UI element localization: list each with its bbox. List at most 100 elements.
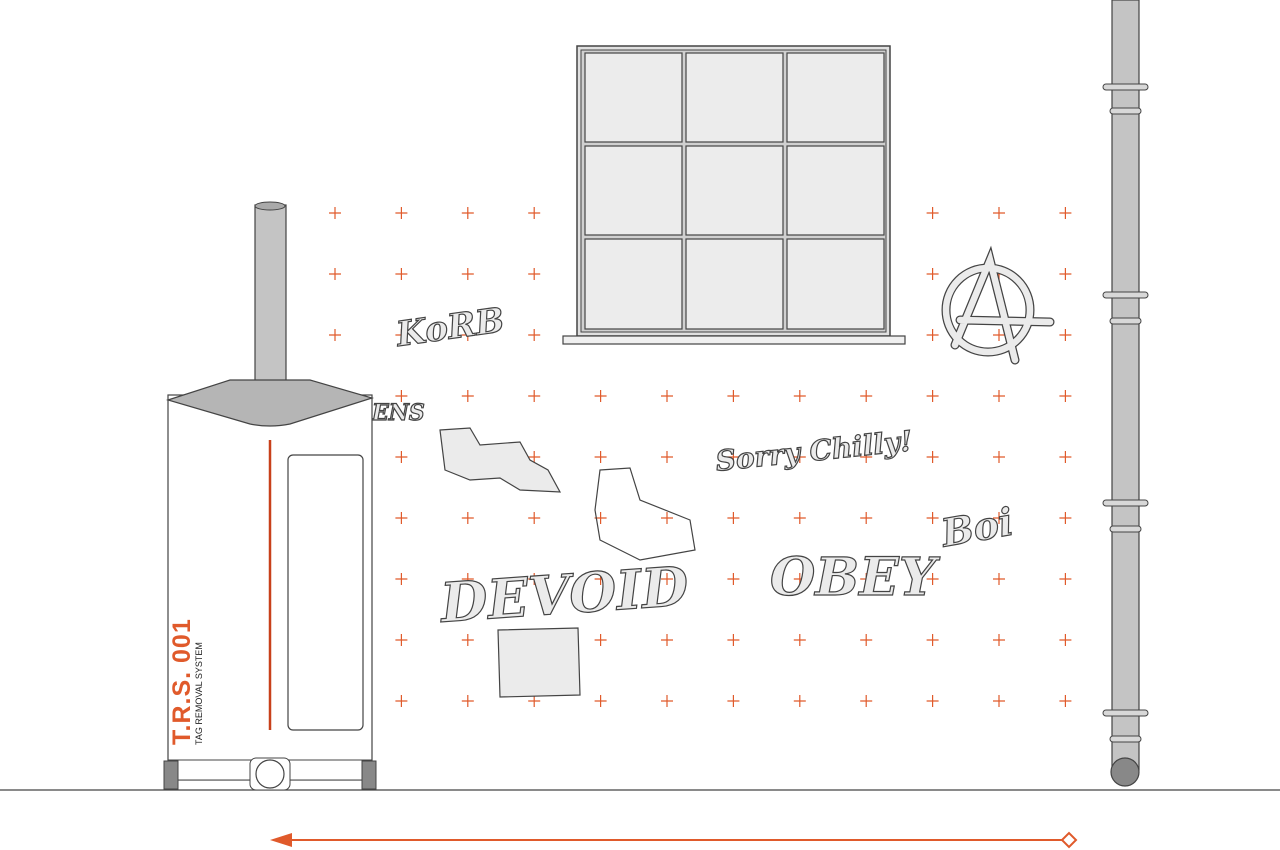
pipe-bracket [1102, 499, 1149, 507]
plus-icon [993, 451, 1005, 463]
plus-icon [395, 634, 408, 646]
plus-icon [993, 207, 1005, 219]
plus-icon [329, 329, 341, 341]
plus-icon [528, 512, 541, 524]
plus-icon [461, 329, 474, 341]
plus-icon [993, 390, 1005, 402]
drainpipe [1102, 0, 1149, 787]
plus-icon [926, 268, 939, 280]
pipe-bracket [1109, 735, 1142, 743]
plus-icon [661, 695, 673, 707]
pipe-bracket [1102, 709, 1149, 717]
plus-icon [727, 512, 740, 524]
plus-icon [1059, 634, 1072, 646]
plus-icon [661, 634, 673, 646]
plus-icon [926, 634, 939, 646]
plus-icon [727, 390, 740, 402]
tag-removal-machine: T.R.S. 001 TAG REMOVAL SYSTEM [163, 201, 377, 791]
plus-icon [395, 207, 408, 219]
plus-icon [661, 451, 673, 463]
pipe-bracket [1109, 317, 1142, 325]
plus-icon [395, 512, 408, 524]
pipe-bracket [1109, 525, 1142, 533]
target-grid [329, 207, 1072, 707]
pipe-bracket [1102, 83, 1149, 91]
plus-icon [461, 573, 474, 585]
plus-icon [860, 634, 873, 646]
plus-icon [926, 451, 939, 463]
plus-icon [461, 695, 474, 707]
plus-icon [993, 695, 1005, 707]
plus-icon [793, 573, 806, 585]
plus-icon [528, 573, 541, 585]
plus-icon [461, 390, 474, 402]
plus-icon [727, 695, 740, 707]
drainpipe-outlet [1110, 757, 1140, 787]
plus-icon [594, 634, 607, 646]
plus-icon [594, 573, 607, 585]
plus-icon [395, 695, 408, 707]
plus-icon [860, 512, 873, 524]
plus-icon [727, 573, 740, 585]
machine-lid [165, 379, 375, 427]
plus-icon [528, 329, 541, 341]
plus-icon [993, 634, 1005, 646]
pipe-bracket [1102, 291, 1149, 299]
pipe-bracket [1109, 107, 1142, 115]
plus-icon [926, 207, 939, 219]
plus-icon [1059, 329, 1072, 341]
plus-icon [793, 634, 806, 646]
arrow-left-icon [270, 831, 1078, 849]
plus-icon [1059, 451, 1072, 463]
plus-icon [594, 451, 607, 463]
plus-icon [395, 329, 408, 341]
plus-icon [661, 573, 673, 585]
plus-icon [461, 268, 474, 280]
plus-icon [793, 695, 806, 707]
plus-icon [860, 451, 873, 463]
plus-icon [528, 207, 541, 219]
plus-icon [395, 451, 408, 463]
plus-icon [461, 207, 474, 219]
plus-icon [528, 451, 541, 463]
wheel-center [255, 759, 285, 789]
window-sill [562, 335, 906, 345]
graffiti-blob [439, 427, 562, 493]
wheel-left [163, 760, 179, 790]
graffiti-devoid: DEVOID [436, 554, 690, 635]
plus-icon [993, 329, 1005, 341]
plus-icon [528, 268, 541, 280]
plus-icon [594, 695, 607, 707]
plus-icon [860, 573, 873, 585]
machine-chimney [254, 204, 287, 386]
plus-icon [528, 695, 541, 707]
plus-icon [1059, 695, 1072, 707]
plus-icon [1059, 268, 1072, 280]
plus-icon [661, 390, 673, 402]
plus-icon [1059, 390, 1072, 402]
plus-icon [461, 512, 474, 524]
plus-icon [993, 512, 1005, 524]
plus-icon [727, 451, 740, 463]
plus-icon [329, 207, 341, 219]
plus-icon [926, 512, 939, 524]
plus-icon [1059, 512, 1072, 524]
graffiti-ens: ENS [371, 400, 425, 426]
plus-icon [860, 390, 873, 402]
machine-subtitle: TAG REMOVAL SYSTEM [194, 642, 204, 745]
plus-icon [926, 695, 939, 707]
plus-icon [661, 512, 673, 524]
machine-model: T.R.S. 001 [168, 618, 196, 745]
machine-label: T.R.S. 001 TAG REMOVAL SYSTEM [168, 618, 204, 745]
plus-icon [793, 451, 806, 463]
plus-icon [594, 390, 607, 402]
graffiti-scribble [594, 467, 696, 561]
graffiti-drip-square [497, 627, 581, 698]
machine-viewport [287, 454, 364, 731]
plus-icon [528, 390, 541, 402]
graffiti-sorry-chilly: Sorry Chilly! [714, 424, 914, 477]
plus-icon [860, 695, 873, 707]
plus-icon [1059, 573, 1072, 585]
plus-icon [793, 512, 806, 524]
